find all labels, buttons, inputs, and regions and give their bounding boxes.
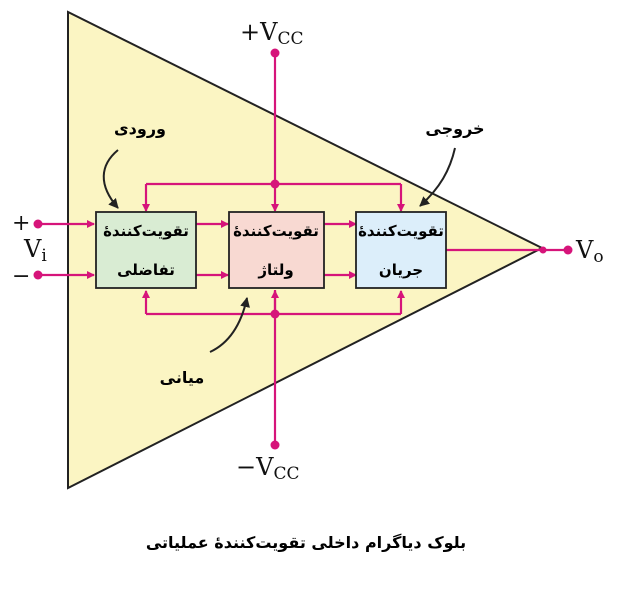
- annotation-pointers: [102, 147, 456, 353]
- differential-amp-block: [95, 211, 197, 289]
- voltage-amp-block: [228, 211, 325, 289]
- middle-stage-annotation: میانی: [160, 368, 205, 387]
- supply-pos-label: +VCC: [240, 18, 303, 49]
- block3-line1: تقویت‌کنندهٔ: [358, 222, 444, 240]
- input-plus-sign: +: [12, 211, 30, 236]
- figure-caption: بلوک دیاگرام داخلی تقویت‌کنندهٔ عملیاتی: [146, 533, 466, 552]
- block1-line1: تقویت‌کنندهٔ: [103, 222, 189, 240]
- output-stage-annotation: خروجی: [425, 119, 484, 138]
- block2-line2: ولتاژ: [257, 261, 293, 279]
- terminal-dots: [33, 48, 573, 450]
- current-amp-block: [355, 211, 447, 289]
- input-voltage-label: Vi: [23, 235, 47, 266]
- block3-line2: جریان: [379, 261, 423, 279]
- block2-line1: تقویت‌کنندهٔ: [233, 222, 319, 240]
- block1-line2: تفاضلی: [117, 261, 175, 279]
- supply-neg-label: −VCC: [236, 453, 299, 484]
- input-minus-sign: −: [12, 264, 30, 289]
- input-stage-annotation: ورودی: [114, 119, 166, 138]
- output-voltage-label: Vo: [575, 236, 604, 267]
